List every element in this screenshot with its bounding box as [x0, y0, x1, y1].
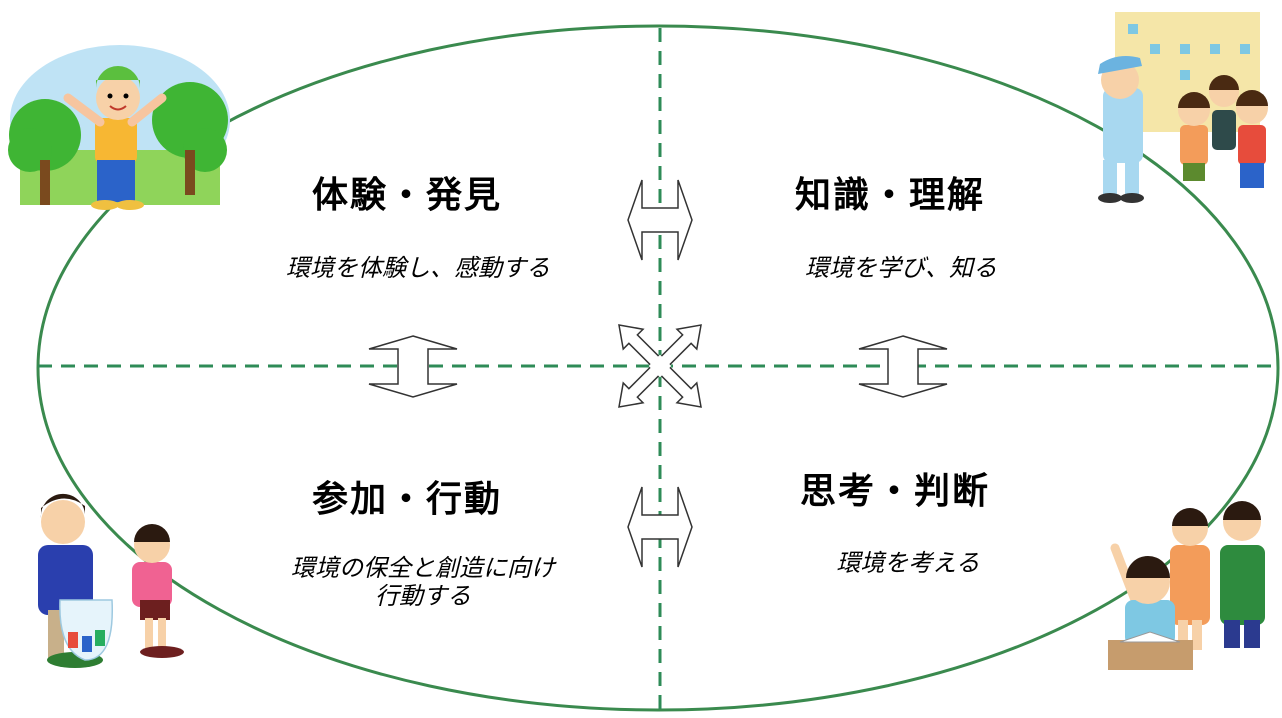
- quadrant-subtitle-bottom-right: 環境を考える: [836, 549, 980, 577]
- learning-cycle-ellipse: [36, 24, 1280, 712]
- double-arrow-right-icon: [858, 335, 948, 398]
- double-arrow-left-icon: [368, 335, 458, 398]
- student-raising-hand-with-parents-icon: [1108, 501, 1265, 670]
- quadrant-title-bottom-left: 参加・行動: [312, 479, 503, 520]
- quadrant-title-top-right: 知識・理解: [795, 175, 986, 216]
- child-in-forest-icon: [8, 45, 230, 210]
- quadrant-subtitle-top-left: 環境を体験し、感動する: [286, 254, 550, 282]
- quadrant-subtitle-bottom-left: 環境の保全と創造に向け 行動する: [250, 554, 596, 610]
- quadrant-title-bottom-right: 思考・判断: [800, 471, 991, 512]
- quadrant-subtitle-bottom-left-line1: 環境の保全と創造に向け: [291, 554, 555, 582]
- quadrant-subtitle-bottom-left-line2: 行動する: [375, 582, 471, 610]
- quadrant-subtitle-top-right: 環境を学び、知る: [805, 254, 997, 282]
- quadrant-title-top-left: 体験・発見: [312, 175, 503, 216]
- worker-with-children-icon: [1098, 12, 1268, 203]
- double-arrow-bottom-icon: [627, 486, 693, 568]
- four-way-arrow-icon: [618, 324, 702, 408]
- parent-and-child-recycling-icon: [38, 493, 184, 668]
- double-arrow-top-icon: [627, 179, 693, 261]
